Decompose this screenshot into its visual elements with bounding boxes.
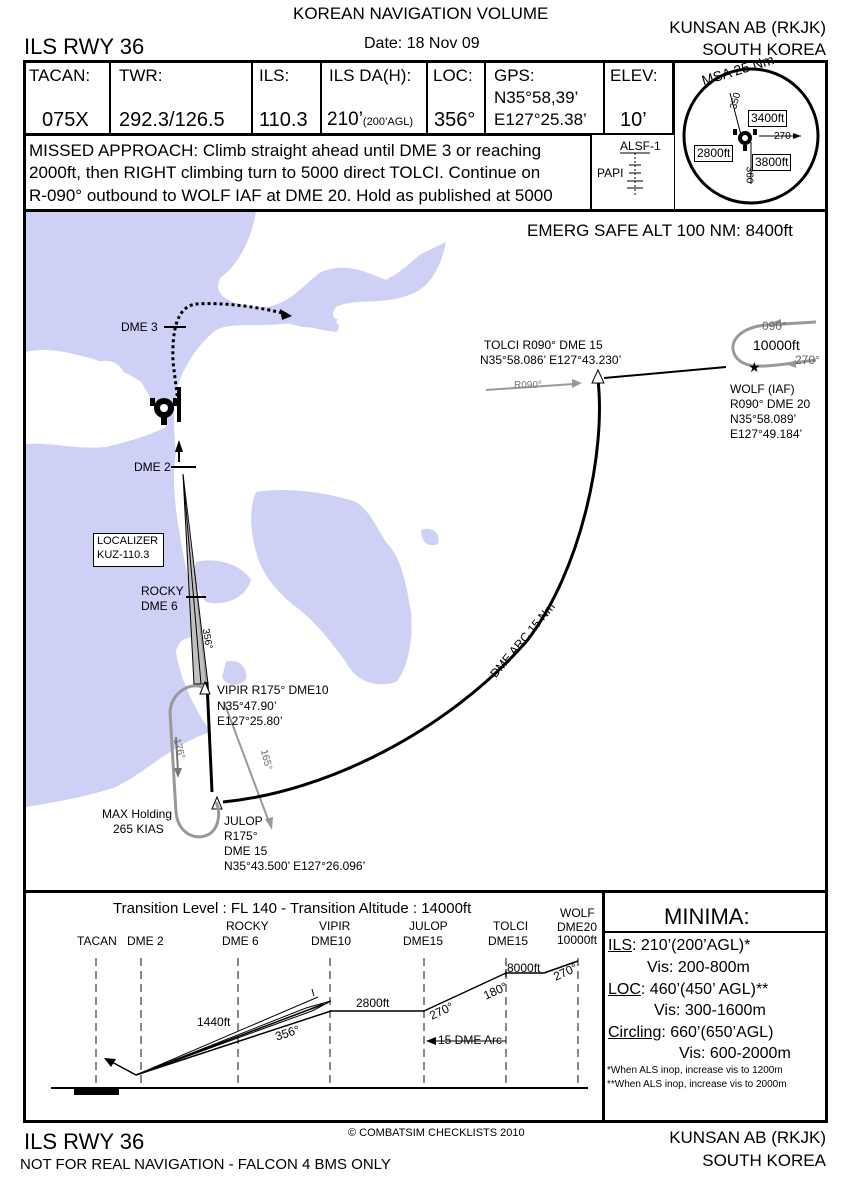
fix-rocky-l2: DME 6 — [222, 934, 259, 948]
twr-label: TWR: — [119, 66, 163, 85]
dme3-label: DME 3 — [121, 320, 158, 334]
fix-julop-l1: JULOP — [409, 919, 448, 933]
fix-vipir-l1: VIPIR — [319, 919, 351, 933]
localizer-box: LOCALIZER KUZ-110.3 — [93, 533, 164, 567]
profile-view — [23, 890, 828, 1123]
vipir-lat: N35°47.90’ — [217, 699, 277, 713]
fix-tolci-l1: TOLCI — [493, 919, 529, 933]
tacan-label: TACAN: — [29, 66, 91, 85]
tacan-icon — [150, 398, 178, 425]
wolf-lon: E127°49.184’ — [730, 427, 803, 441]
profile-diagram — [51, 958, 588, 1095]
wolf-lat: N35°58.089’ — [730, 412, 797, 426]
footer-copyright: © COMBATSIM CHECKLISTS 2010 — [348, 1127, 525, 1139]
tolci-label: TOLCI R090° DME 15 — [484, 338, 603, 352]
minima-note2: **When ALS inop, increase vis to 2000m — [607, 1079, 787, 1090]
profile-alt-2800: 2800ft — [356, 996, 390, 1010]
tolci-coords: N35°58.086’ E127°43.230’ — [480, 353, 622, 367]
fix-tacan: TACAN — [77, 934, 117, 948]
julop-coords: N35°43.500’ E127°26.096’ — [224, 859, 366, 873]
fix-wolf-l1: WOLF — [560, 906, 595, 920]
msa-sector-se: 3800ft — [752, 154, 792, 171]
minima-circling: Circling: 660’(650’AGL) — [608, 1024, 774, 1041]
wolf-label: WOLF (IAF) — [730, 382, 795, 396]
msa-sector-ne: 3400ft — [748, 110, 788, 127]
volume-title: KOREAN NAVIGATION VOLUME — [293, 4, 549, 23]
twr-value: 292.3/126.5 — [119, 109, 225, 131]
minima-note1: *When ALS inop, increase vis to 1200m — [607, 1065, 783, 1076]
ils-da-label: ILS DA(H): — [329, 66, 412, 85]
rocky-label: ROCKY — [141, 584, 184, 598]
minima-ils-vis: Vis: 200-800m — [647, 959, 750, 976]
plan-view-map: ★ — [26, 212, 817, 839]
rocky-dme: DME 6 — [141, 599, 178, 613]
footer-disclaimer: NOT FOR REAL NAVIGATION - FALCON 4 BMS O… — [20, 1156, 391, 1173]
ils-label: ILS: — [259, 66, 290, 85]
vipir-label: VIPIR R175° DME10 — [217, 683, 329, 697]
fix-dme2: DME 2 — [127, 934, 164, 948]
max-holding-speed: 265 KIAS — [113, 822, 164, 836]
r090-label: R090° — [514, 380, 542, 391]
msa-bearing-270: 270 — [774, 131, 791, 142]
msa-sector-w: 2800ft — [694, 145, 734, 162]
wolf-radial: R090° DME 20 — [730, 397, 811, 411]
loc-value: 356° — [434, 109, 476, 131]
footer-country: SOUTH KOREA — [702, 1151, 826, 1170]
missed-approach-line2: 2000ft, then RIGHT climbing turn to 5000… — [29, 163, 541, 182]
fix-julop-l2: DME15 — [403, 934, 444, 948]
ils-value: 110.3 — [259, 109, 308, 131]
tacan-value: 075X — [42, 109, 89, 131]
transition-info: Transition Level : FL 140 - Transition A… — [113, 900, 472, 917]
minima-ils: ILS: 210’(200’AGL)* — [608, 937, 751, 954]
minima-loc: LOC: 460’(450’ AGL)** — [608, 981, 769, 998]
loc-label: LOC: — [433, 66, 473, 85]
gps-lon: E127°25.38’ — [494, 110, 587, 129]
fix-wolf-l3: 10000ft — [557, 933, 598, 947]
wolf-hold-in: 270° — [795, 353, 820, 367]
papi-label: PAPI — [597, 166, 624, 180]
dme2-label: DME 2 — [134, 460, 171, 474]
fix-tolci-l2: DME15 — [488, 934, 529, 948]
elev-label: ELEV: — [610, 66, 658, 85]
fix-wolf-l2: DME20 — [557, 920, 598, 934]
profile-alt-8000: 8000ft — [507, 961, 541, 975]
msa-diagram — [682, 67, 820, 205]
missed-approach-line3: R-090° outbound to WOLF IAF at DME 20. H… — [29, 186, 553, 205]
wolf-hold-out: 090° — [762, 319, 787, 333]
max-holding-label: MAX Holding — [102, 807, 173, 821]
missed-approach-line1: MISSED APPROACH: Climb straight ahead un… — [29, 141, 542, 160]
footer-airport: KUNSAN AB (RKJK) — [669, 1128, 826, 1147]
wolf-star-icon: ★ — [748, 360, 761, 376]
gps-label: GPS: — [494, 66, 535, 85]
profile-arc-label: 15 DME Arc — [438, 1033, 503, 1047]
footer-procedure: ILS RWY 36 — [24, 1129, 145, 1154]
minima-title: MINIMA: — [664, 904, 750, 929]
procedure-title: ILS RWY 36 — [24, 34, 145, 59]
gps-lat: N35°58,39’ — [494, 88, 579, 107]
lighting-icon — [620, 152, 650, 195]
elev-value: 10’ — [620, 109, 647, 131]
wolf-hold-alt: 10000ft — [753, 337, 800, 353]
airport-name: KUNSAN AB (RKJK) — [669, 18, 826, 37]
vipir-lon: E127°25.80’ — [217, 714, 283, 728]
julop-dme: DME 15 — [224, 844, 268, 858]
fix-vipir-l2: DME10 — [311, 934, 352, 948]
ils-da-value: 210’(200’AGL) — [327, 109, 414, 130]
chart-date: Date: 18 Nov 09 — [364, 35, 480, 52]
country-name: SOUTH KOREA — [702, 40, 826, 59]
fix-rocky-l1: ROCKY — [226, 919, 269, 933]
minima-circling-vis: Vis: 600-2000m — [679, 1045, 791, 1062]
minima-loc-vis: Vis: 300-1600m — [654, 1002, 766, 1019]
emerg-alt: EMERG SAFE ALT 100 NM: 8400ft — [527, 221, 793, 240]
profile-alt-1440: 1440ft — [197, 1015, 231, 1029]
alsf-label: ALSF-1 — [620, 139, 661, 153]
julop-label: JULOP — [224, 814, 263, 828]
julop-radial: R175° — [224, 829, 258, 843]
